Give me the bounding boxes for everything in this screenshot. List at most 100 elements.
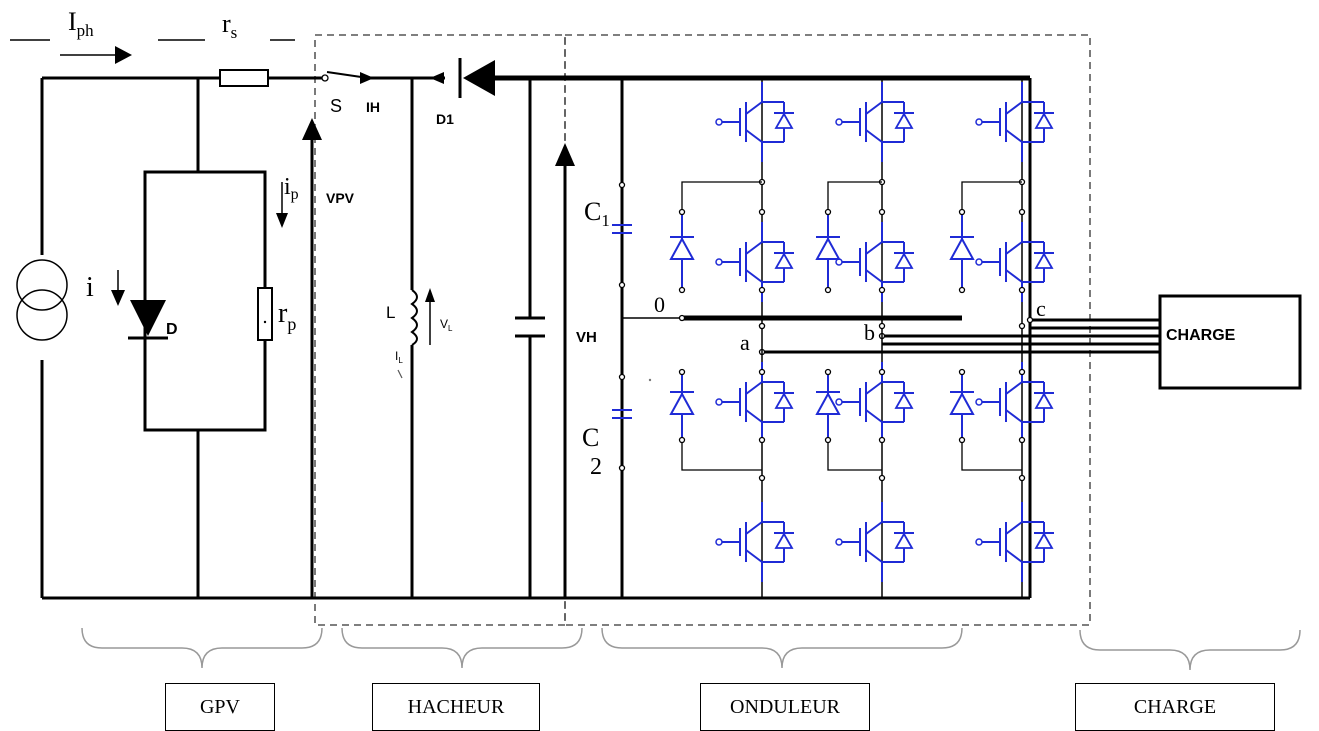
- igbt-icon-2: [715, 362, 794, 442]
- shunt-current-arrow: [276, 182, 288, 228]
- clamp-node-d-2: [958, 436, 966, 444]
- clamp-diode-icon-1: [669, 391, 695, 415]
- chopper-capacitor-symbol: [515, 316, 545, 338]
- clamp-node-c-1: [824, 368, 832, 376]
- pv-voltage-arrow: [302, 118, 322, 598]
- igbt-icon-6: [835, 362, 914, 442]
- igbt-icon-11: [975, 502, 1054, 582]
- cap1-label: C1: [584, 197, 610, 230]
- source-current-arrow: [111, 270, 125, 306]
- igbt-icon-0: [715, 82, 794, 162]
- chopper-voltage-label: VH: [576, 329, 597, 346]
- inductor-symbol: [397, 288, 435, 379]
- clamp-node-c-2: [958, 368, 966, 376]
- dc-link-capacitors: [612, 181, 652, 472]
- leg-node-1-5: [878, 436, 886, 444]
- leg-node-2-3: [1018, 322, 1026, 330]
- cap2-label: C: [582, 423, 599, 452]
- inverter-igbt-cells: [669, 78, 1054, 598]
- phase-c-label: c: [1036, 296, 1046, 321]
- leg-node-0-2: [758, 286, 766, 294]
- shunt-current-label: ip: [284, 174, 299, 203]
- igbt-icon-10: [975, 362, 1054, 442]
- inductor-current-label: IL: [395, 349, 403, 365]
- leg-node-1-3: [878, 322, 886, 330]
- clamp-bottom-wire-2: [961, 440, 1022, 471]
- inductor-voltage-label: VL: [440, 317, 453, 333]
- clamp-top-wire-0: [681, 181, 762, 212]
- switch-s-symbol: [321, 71, 374, 84]
- clamp-bottom-wire-1: [827, 440, 882, 471]
- shunt-resistor-symbol: [257, 287, 273, 341]
- section-hacheur-label: HACHEUR: [372, 683, 540, 731]
- diode-d-symbol: [128, 300, 168, 340]
- load-box: [1158, 294, 1302, 390]
- leg-node-2-4: [1018, 368, 1026, 376]
- leg-node-0-5: [758, 436, 766, 444]
- switch-label: S: [330, 96, 342, 116]
- current-source-symbol: [16, 255, 68, 360]
- igbt-icon-3: [715, 502, 794, 582]
- clamp-node-a-0: [678, 208, 686, 216]
- photo-current-label: Iph: [68, 7, 94, 40]
- leg-node-2-1: [1018, 208, 1026, 216]
- clamp-top-wire-1: [827, 181, 882, 212]
- leg-node-1-6: [878, 474, 886, 482]
- section-braces: [81, 627, 1301, 671]
- leg-node-2-5: [1018, 436, 1026, 444]
- leg-node-2-6: [1018, 474, 1026, 482]
- clamp-node-b-1: [824, 286, 832, 294]
- shunt-resistor-label: rp: [278, 298, 296, 334]
- diode-label: D: [166, 321, 178, 338]
- clamp-diode-icon-2: [815, 236, 841, 260]
- main-wires: [40, 75, 1032, 600]
- leg-node-0-3: [758, 322, 766, 330]
- leg-node-1-2: [878, 286, 886, 294]
- igbt-icon-9: [975, 222, 1054, 302]
- clamp-top-wire-2: [961, 181, 1022, 212]
- inductor-label: L: [386, 303, 395, 322]
- top-left-lines: [10, 39, 295, 64]
- chopper-voltage-arrow: [555, 143, 575, 598]
- leg-node-0-1: [758, 208, 766, 216]
- diode-d1-symbol: [430, 58, 495, 98]
- clamp-diode-icon-0: [669, 236, 695, 260]
- clamp-node-d-0: [678, 436, 686, 444]
- clamp-node-a-2: [958, 208, 966, 216]
- clamp-node-b-0: [678, 286, 686, 294]
- igbt-icon-7: [835, 502, 914, 582]
- clamp-diode-icon-5: [949, 391, 975, 415]
- leg-node-0-6: [758, 474, 766, 482]
- clamp-diode-icon-4: [949, 236, 975, 260]
- pv-voltage-label: VPV: [326, 190, 355, 206]
- load-box-label: CHARGE: [1166, 327, 1236, 344]
- leg-node-1-1: [878, 208, 886, 216]
- series-resistor-symbol: [219, 69, 269, 87]
- leg-node-0-4: [758, 368, 766, 376]
- clamp-node-c-0: [678, 368, 686, 376]
- clamp-bottom-wire-0: [681, 440, 762, 471]
- igbt-icon-4: [835, 82, 914, 162]
- section-charge-label: CHARGE: [1075, 683, 1275, 731]
- igbt-icon-5: [835, 222, 914, 302]
- section-gpv-label: GPV: [165, 683, 275, 731]
- clamp-diode-icon-3: [815, 391, 841, 415]
- clamp-node-b-2: [958, 286, 966, 294]
- leg-node-1-4: [878, 368, 886, 376]
- phase-a-label: a: [740, 330, 750, 355]
- cap2-number-label: 2: [590, 454, 602, 480]
- series-resistor-label: rs: [222, 9, 237, 42]
- chopper-diode-label: D1: [436, 111, 454, 127]
- neutral-label: 0: [654, 292, 665, 317]
- igbt-icon-8: [975, 82, 1054, 162]
- chopper-current-label: IH: [366, 99, 380, 115]
- section-onduleur-label: ONDULEUR: [700, 683, 870, 731]
- clamp-node-d-1: [824, 436, 832, 444]
- section-dashed-boxes: [314, 34, 1091, 626]
- phase-buses: [622, 314, 1160, 356]
- clamp-node-a-1: [824, 208, 832, 216]
- source-current-label: i: [86, 272, 94, 303]
- leg-node-2-2: [1018, 286, 1026, 294]
- phase-b-label: b: [864, 320, 875, 345]
